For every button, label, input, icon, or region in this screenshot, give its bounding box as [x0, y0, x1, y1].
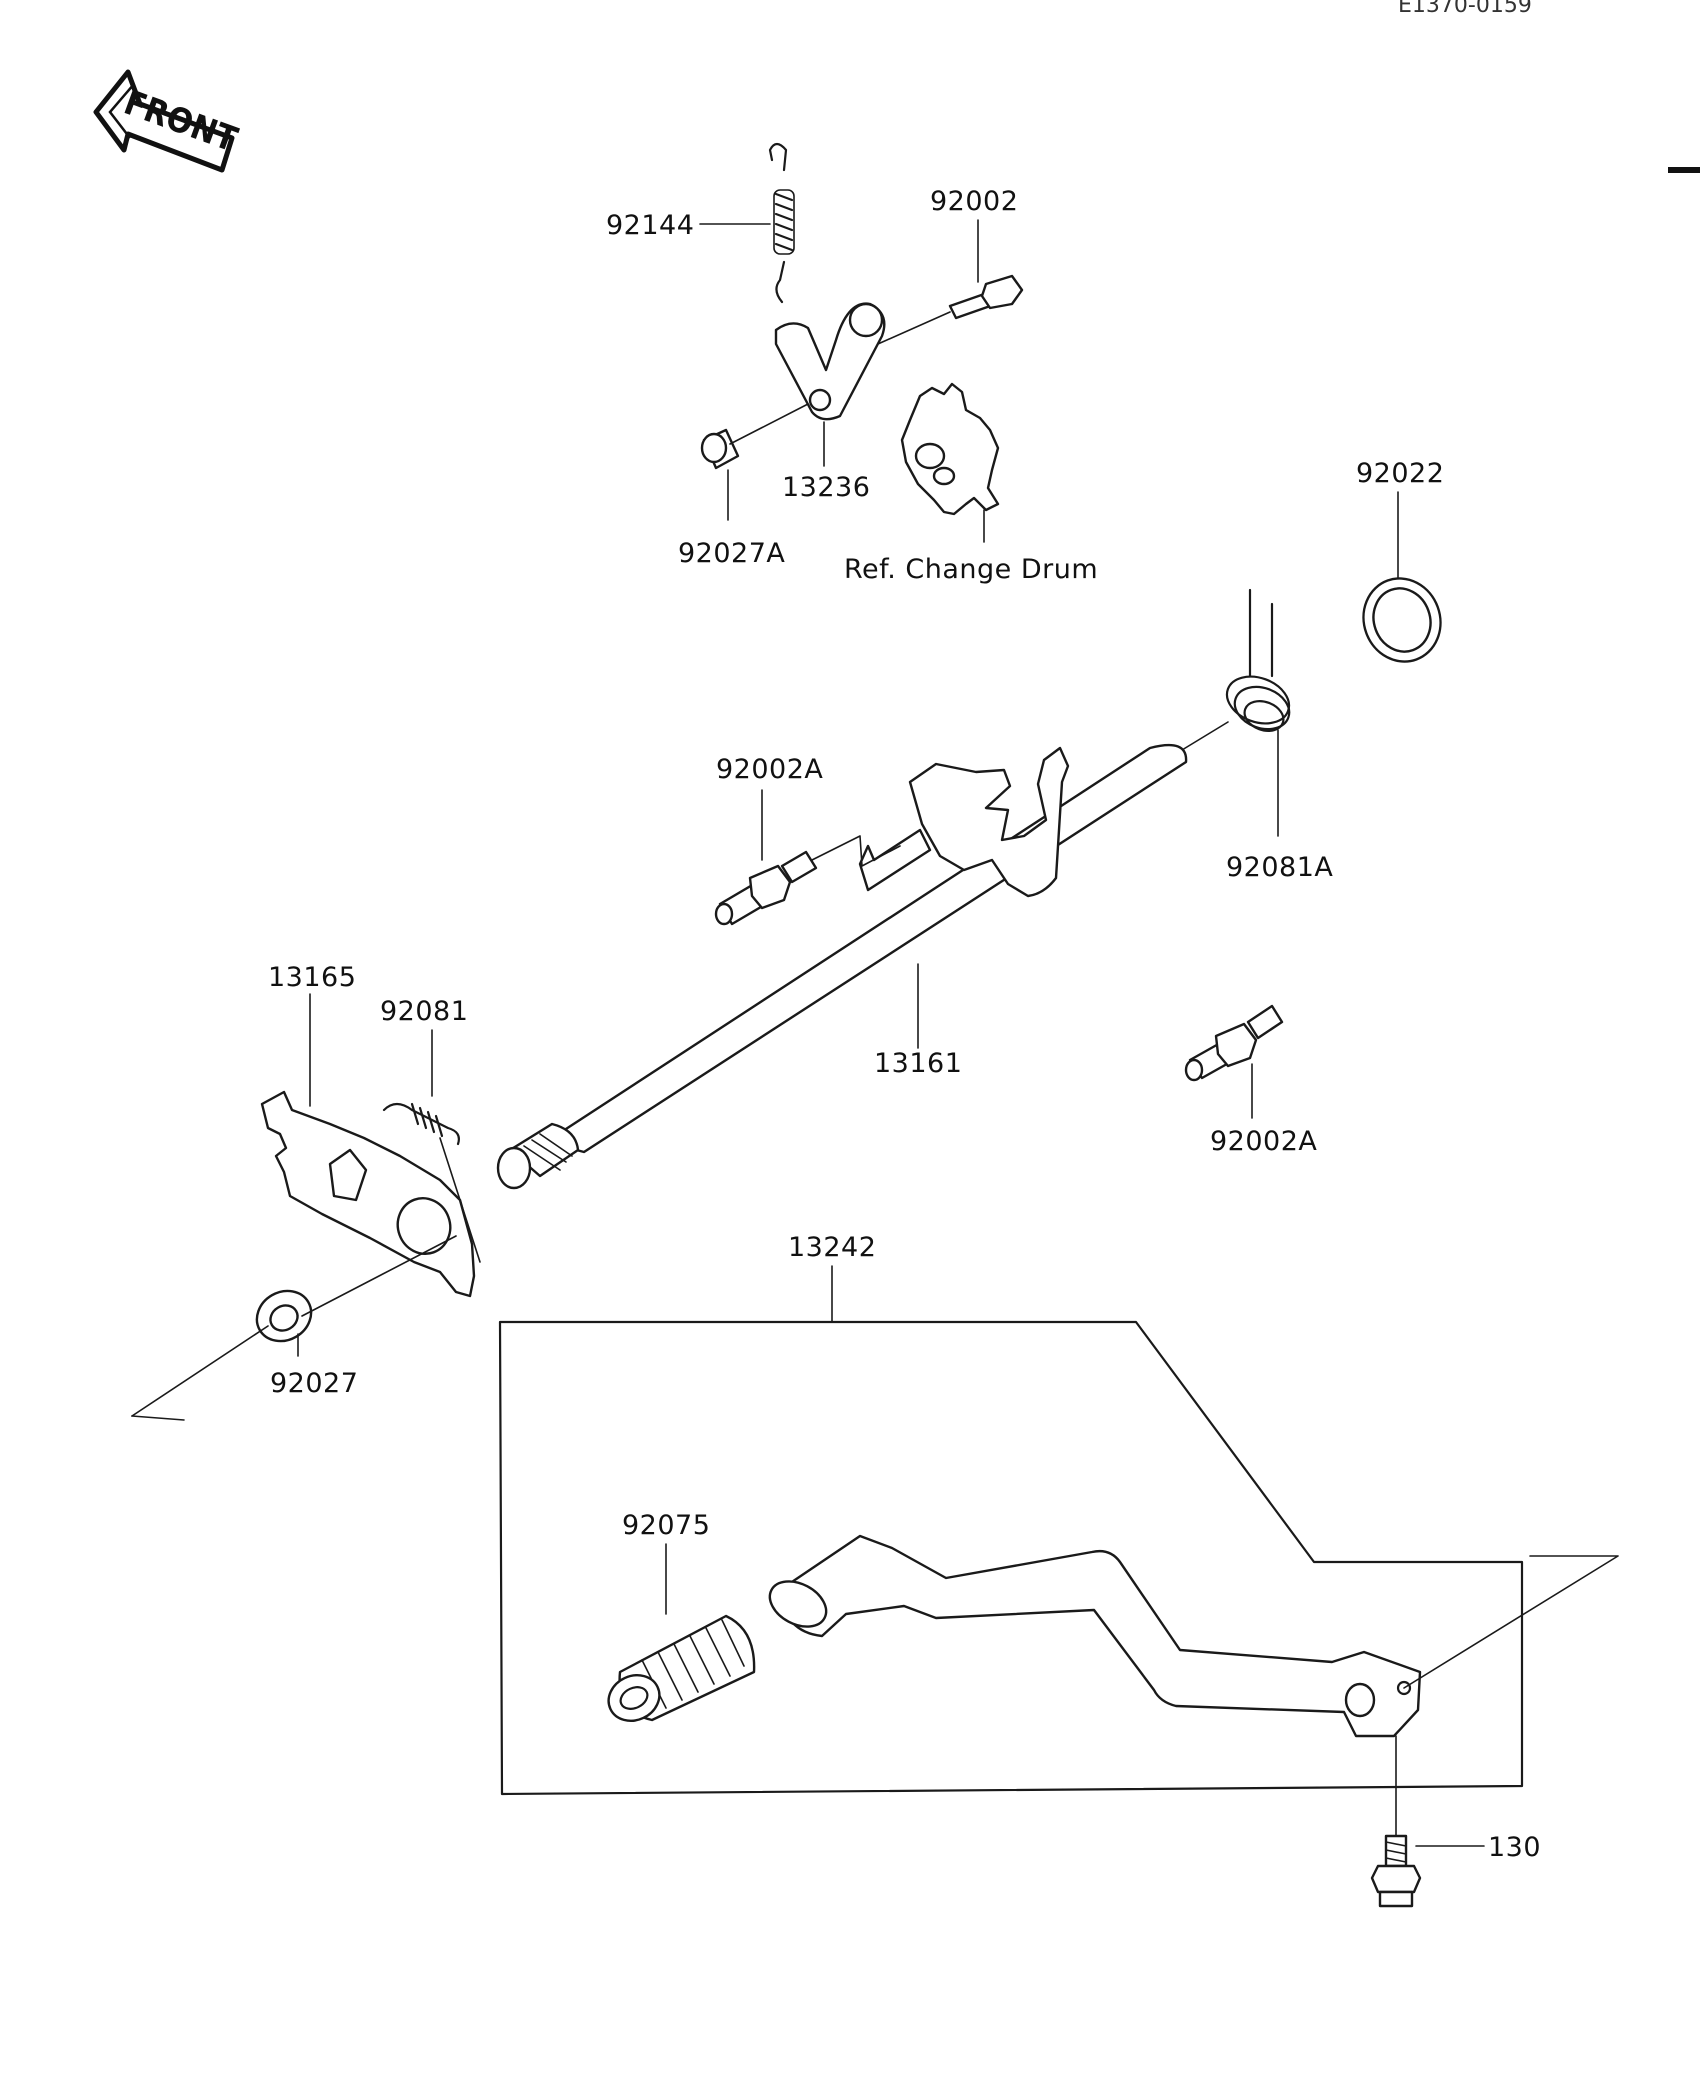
label-92002A-right: 92002A — [1210, 1126, 1317, 1157]
label-92002A-top: 92002A — [716, 754, 823, 785]
label-92022: 92022 — [1356, 458, 1444, 489]
assembly-box-13242 — [498, 1320, 1524, 1796]
axis-92002A-top — [811, 835, 901, 867]
shift-shaft-13161 — [496, 743, 1188, 1190]
axis-92027-outer — [131, 1325, 269, 1417]
label-92081A: 92081A — [1226, 852, 1333, 883]
drawing-code: E1370-0159 — [1398, 0, 1532, 18]
edge-mark — [1668, 167, 1700, 173]
label-92144: 92144 — [606, 210, 694, 241]
label-130: 130 — [1488, 1832, 1541, 1863]
axis-92081A — [1181, 721, 1229, 751]
bolt-130 — [1370, 1834, 1422, 1908]
label-92075: 92075 — [622, 1510, 710, 1541]
label-13165: 13165 — [268, 962, 356, 993]
label-13242: 13242 — [788, 1232, 876, 1263]
rubber-grip-92075 — [607, 1614, 756, 1722]
label-92081: 92081 — [380, 996, 468, 1027]
change-drum — [900, 382, 1000, 516]
axis-92027A — [729, 403, 809, 445]
axis-pedal — [1403, 1555, 1619, 1689]
spring-92081 — [382, 1102, 481, 1263]
washer-92022 — [1362, 577, 1442, 663]
bolt-92002 — [948, 274, 1024, 320]
return-spring-92081A — [1225, 588, 1291, 732]
label-92027: 92027 — [270, 1368, 358, 1399]
front-arrow-icon: FRONT — [93, 69, 243, 173]
shift-pedal — [768, 1534, 1422, 1738]
collar-92027A — [700, 428, 740, 470]
label-13161: 13161 — [874, 1048, 962, 1079]
spring-92144 — [768, 142, 795, 304]
axis-92027 — [301, 1235, 457, 1317]
plate-13165 — [260, 1090, 476, 1298]
bolt-92002A-right — [1184, 1004, 1284, 1082]
label-92002: 92002 — [930, 186, 1018, 217]
stopper-arm-13236 — [774, 302, 886, 421]
label-92027A: 92027A — [678, 538, 785, 569]
label-13236: 13236 — [782, 472, 870, 503]
bolt-92002A-top — [714, 850, 818, 926]
axis-92027-tail — [131, 1415, 185, 1421]
label-ref-change-drum: Ref. Change Drum — [844, 554, 1098, 585]
washer-92027 — [255, 1289, 313, 1343]
